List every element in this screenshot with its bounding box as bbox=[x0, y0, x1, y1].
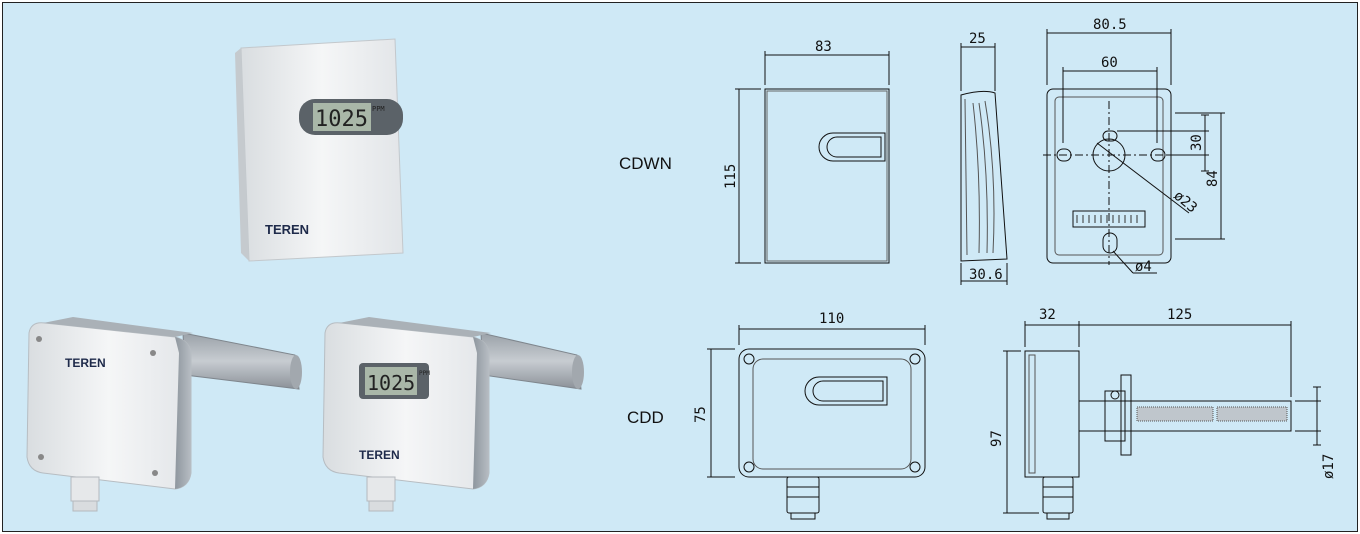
dim-cdwn-front-width: 83 bbox=[815, 39, 832, 55]
duct-display-brand-logo: TEREN bbox=[359, 448, 400, 462]
dim-cdwn-hole-spacing-v: 30 bbox=[1189, 134, 1205, 151]
dim-cdwn-height: 115 bbox=[723, 164, 739, 189]
cdd-front-view bbox=[707, 325, 926, 520]
dim-cdwn-back-height: 84 bbox=[1205, 170, 1221, 187]
dim-cdd-side-height: 97 bbox=[989, 430, 1005, 447]
diagram-canvas: 1025 PPM TEREN TEREN 1025 PPM TEREN CDWN… bbox=[26, 17, 1337, 520]
wall-lcd-unit: PPM bbox=[372, 105, 385, 113]
model-label-cdwn: CDWN bbox=[619, 154, 672, 173]
dim-cdwn-hole-spacing-h: 60 bbox=[1101, 55, 1118, 71]
wall-sensor-photo: 1025 PPM TEREN bbox=[235, 38, 404, 262]
dim-cdd-housing-depth: 32 bbox=[1039, 307, 1056, 323]
cdd-side-view bbox=[1003, 321, 1321, 520]
cdwn-front-view bbox=[735, 51, 890, 264]
wall-lcd-reading: 1025 bbox=[315, 107, 368, 132]
dim-cdwn-center-hole: ø23 bbox=[1170, 188, 1200, 217]
model-label-cdd: CDD bbox=[627, 408, 664, 427]
cdwn-side-view bbox=[960, 43, 1008, 285]
dim-cdd-probe-diameter: ø17 bbox=[1321, 454, 1337, 479]
duct-sensor-photo-plain: TEREN bbox=[26, 317, 302, 512]
dim-cdwn-side-top: 25 bbox=[969, 31, 986, 47]
duct-lcd-unit: PPM bbox=[419, 370, 430, 377]
duct-plain-brand-logo: TEREN bbox=[65, 356, 106, 370]
wall-brand-logo: TEREN bbox=[265, 222, 309, 237]
duct-sensor-photo-display: 1025 PPM TEREN bbox=[322, 317, 584, 512]
duct-lcd-reading: 1025 bbox=[367, 371, 415, 395]
dim-cdwn-screw-hole: ø4 bbox=[1135, 259, 1152, 275]
duct-lcd-screen bbox=[365, 367, 417, 395]
dim-cdd-front-height: 75 bbox=[693, 406, 709, 423]
dim-cdd-front-width: 110 bbox=[819, 311, 844, 327]
dim-cdwn-side-bottom: 30.6 bbox=[969, 267, 1003, 283]
cdwn-back-view bbox=[1043, 29, 1225, 274]
dim-cdwn-back-width: 80.5 bbox=[1093, 17, 1127, 33]
lcd-screen bbox=[313, 103, 371, 131]
dim-cdd-probe-length: 125 bbox=[1167, 307, 1192, 323]
